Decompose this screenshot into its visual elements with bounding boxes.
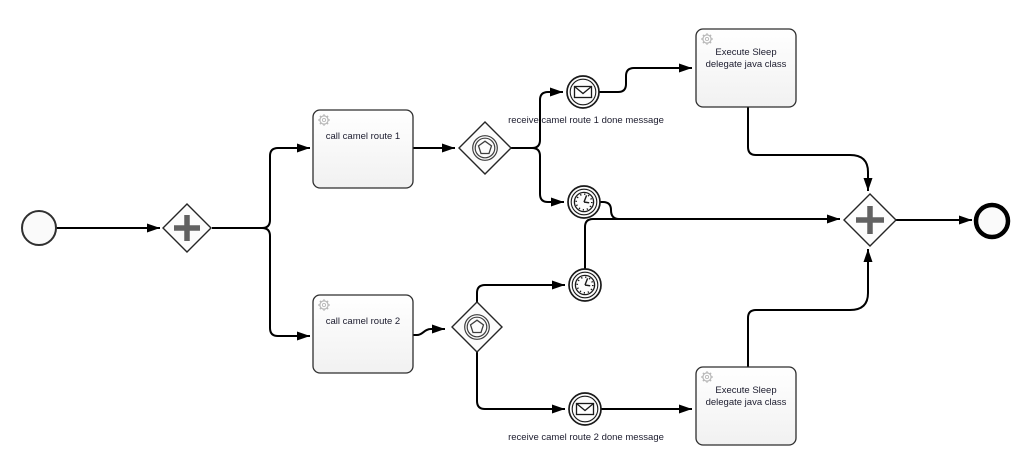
flow-split-to-route1 xyxy=(212,143,310,229)
flow-timer1-to-join xyxy=(600,201,840,224)
service-task-call-camel-route-1[interactable]: call camel route 1 xyxy=(312,109,414,189)
parallel-split-gateway[interactable] xyxy=(162,203,212,253)
service-task-execute-sleep-1[interactable]: Execute Sleep delegate java class xyxy=(695,28,797,108)
message-catch-event-1[interactable] xyxy=(566,75,600,109)
task-label: call camel route 1 xyxy=(326,131,400,142)
start-event[interactable] xyxy=(21,210,57,246)
task-label-line1: Execute Sleep xyxy=(715,47,776,58)
flow-evgw2-to-message2 xyxy=(476,352,565,414)
flow-route2-to-evgw2 xyxy=(413,324,445,336)
flow-evgw1-to-timer1 xyxy=(511,147,564,207)
envelope-icon xyxy=(568,392,602,426)
clock-icon xyxy=(567,185,601,219)
flow-evgw2-to-timer2 xyxy=(476,280,565,302)
end-event[interactable] xyxy=(973,202,1011,240)
task-label-line2: delegate java class xyxy=(706,397,787,408)
sequence-flows xyxy=(56,63,972,414)
flow-sleep2-to-join xyxy=(747,249,873,368)
envelope-icon xyxy=(566,75,600,109)
clock-icon xyxy=(568,268,602,302)
event-based-gateway-2[interactable] xyxy=(451,301,503,353)
flow-timer2-to-join xyxy=(584,218,650,269)
plus-icon xyxy=(174,215,200,241)
plus-icon xyxy=(856,206,884,234)
task-label: call camel route 2 xyxy=(326,316,400,327)
parallel-join-gateway[interactable] xyxy=(843,193,897,247)
timer-catch-event-1[interactable] xyxy=(567,185,601,219)
message-catch-event-2[interactable] xyxy=(568,392,602,426)
event-based-gateway-1[interactable] xyxy=(458,121,512,175)
flow-sleep1-to-join xyxy=(747,106,873,191)
task-label-line1: Execute Sleep xyxy=(715,385,776,396)
message-event-1-label: receive camel route 1 done message xyxy=(508,115,664,126)
message-event-2-label: receive camel route 2 done message xyxy=(508,432,664,443)
flow-split-to-route2 xyxy=(212,227,310,341)
flow-message1-to-sleep1 xyxy=(599,63,692,93)
task-label-line2: delegate java class xyxy=(706,59,787,70)
timer-catch-event-2[interactable] xyxy=(568,268,602,302)
service-task-execute-sleep-2[interactable]: Execute Sleep delegate java class xyxy=(695,366,797,446)
service-task-call-camel-route-2[interactable]: call camel route 2 xyxy=(312,294,414,374)
